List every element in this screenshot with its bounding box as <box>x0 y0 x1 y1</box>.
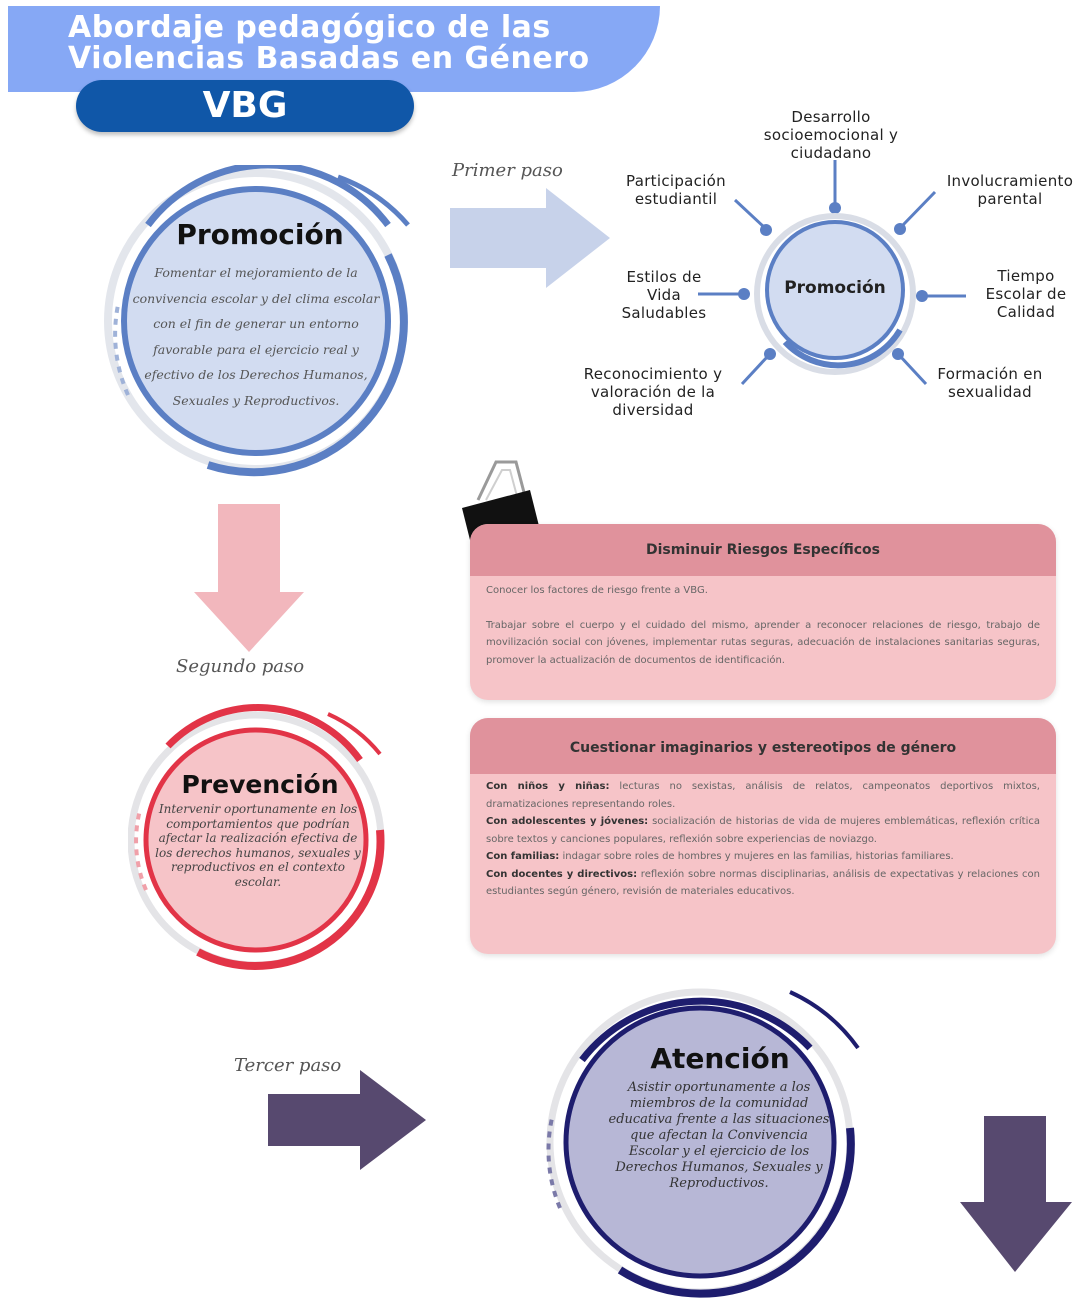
box2-item: Con adolescentes y jóvenes: socializació… <box>486 813 1040 848</box>
atencion-description: Asistir oportunamente a los miembros de … <box>608 1080 830 1191</box>
box2-item-text: lecturas no sexistas, análisis de relato… <box>486 781 1040 810</box>
promocion-description: Fomentar el mejoramiento de la convivenc… <box>132 265 380 408</box>
step1-arrow <box>450 188 610 288</box>
node-tiempo: Tiempo Escolar de Calidad <box>985 267 1067 321</box>
box1-paragraph-2: Trabajar sobre el cuerpo y el cuidado de… <box>486 619 1040 666</box>
box-disminuir-riesgos: Disminuir Riesgos Específicos Conocer lo… <box>470 524 1056 700</box>
page-title: Abordaje pedagógico de las Violencias Ba… <box>68 12 648 74</box>
atencion-title: Atención <box>650 1042 790 1075</box>
box2-item-text: indagar sobre roles de hombres y mujeres… <box>559 851 954 862</box>
box2-item: Con docentes y directivos: reflexión sob… <box>486 866 1040 901</box>
network-center-label: Promoción <box>784 278 886 298</box>
box1-title: Disminuir Riesgos Específicos <box>470 524 1056 576</box>
box1-paragraph-1: Conocer los factores de riesgo frente a … <box>486 585 708 596</box>
box2-item-label: Con familias: <box>486 851 560 862</box>
box2-item-label: Con adolescentes y jóvenes: <box>486 816 649 827</box>
title-line-1: Abordaje pedagógico de las <box>68 10 551 45</box>
step3-label: Tercer paso <box>234 1055 342 1076</box>
box2-item-text: socialización de historias de vida de mu… <box>486 816 1041 845</box>
node-participacion: Participación estudiantil <box>626 172 726 208</box>
final-down-arrow <box>960 1116 1072 1272</box>
box2-item: Con niños y niñas: lecturas no sexistas,… <box>486 778 1040 813</box>
step1-label: Primer paso <box>452 160 563 181</box>
prevencion-circle-rings <box>128 704 385 970</box>
box2-title: Cuestionar imaginarios y estereotipos de… <box>470 718 1056 774</box>
vbg-badge: VBG <box>76 80 414 132</box>
step2-label: Segundo paso <box>176 656 305 677</box>
step2-arrow <box>194 504 304 652</box>
node-formacion: Formación en sexualidad <box>937 365 1043 401</box>
promocion-circle-rings <box>104 165 410 477</box>
box1-body: Conocer los factores de riesgo frente a … <box>470 576 1056 679</box>
prevencion-title: Prevención <box>181 770 339 799</box>
promocion-title: Promoción <box>176 218 344 251</box>
node-desarrollo: Desarrollo socioemocional y ciudadano <box>763 108 899 162</box>
box2-body: Con niños y niñas: lecturas no sexistas,… <box>470 774 1056 911</box>
box-cuestionar-imaginarios: Cuestionar imaginarios y estereotipos de… <box>470 718 1056 954</box>
box2-item-text: reflexión sobre normas disciplinarias, a… <box>486 868 1040 898</box>
box2-item-label: Con niños y niñas: <box>486 781 610 792</box>
step3-arrow <box>268 1070 426 1170</box>
header-banner <box>8 6 660 92</box>
node-reconocimiento: Reconocimiento y valoración de la divers… <box>583 365 723 419</box>
atencion-circle-rings <box>546 988 860 1298</box>
prevencion-description: Intervenir oportunamente en los comporta… <box>155 802 361 889</box>
node-involucramiento: Involucramiento parental <box>946 172 1074 208</box>
box2-item: Con familias: indagar sobre roles de hom… <box>486 848 1040 866</box>
box2-item-label: Con docentes y directivos: <box>486 868 638 880</box>
title-line-2: Violencias Basadas en Género <box>68 41 590 76</box>
node-estilos: Estilos de Vida Saludables <box>621 268 707 322</box>
promocion-network <box>698 160 966 386</box>
